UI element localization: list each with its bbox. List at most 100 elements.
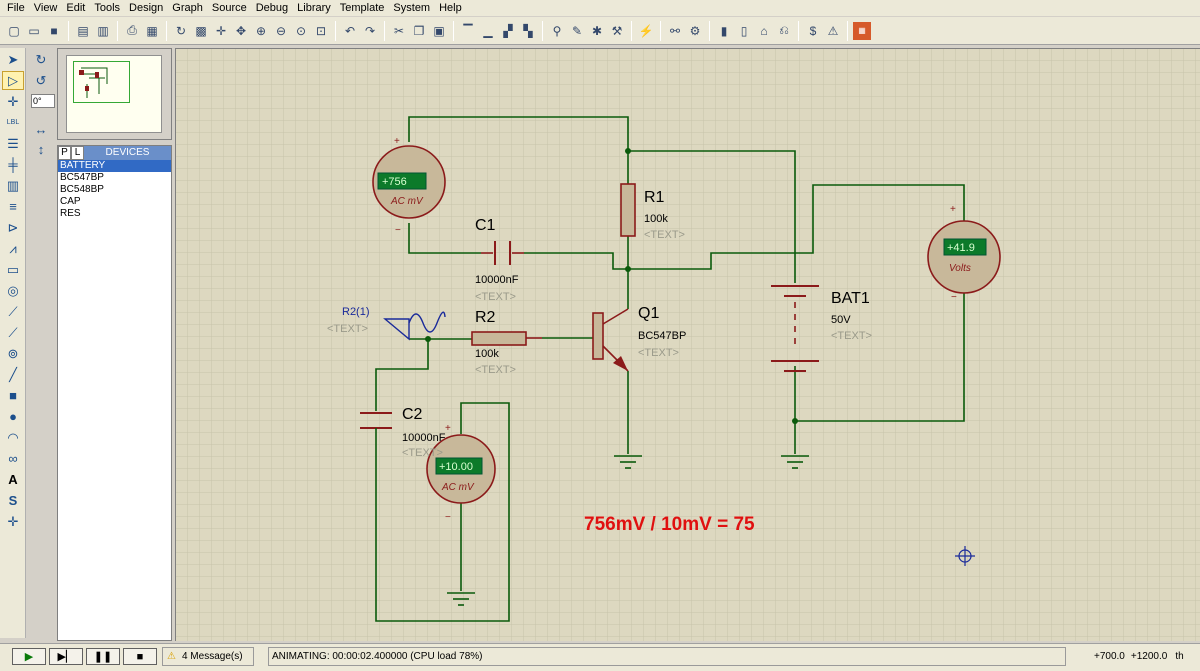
buses-icon[interactable]: ╪ [8, 157, 18, 172]
bill-of-materials-icon[interactable]: $ [809, 23, 817, 38]
generator-icon[interactable]: ◎ [7, 282, 19, 298]
menu-library[interactable]: Library [297, 2, 331, 14]
menu-graph[interactable]: Graph [172, 2, 203, 14]
rotate-anticlockwise-icon[interactable]: ↺ [35, 72, 47, 88]
battery-bat1[interactable]: BAT1 50V <TEXT> [771, 285, 872, 372]
device-item-res[interactable]: RES [60, 208, 81, 219]
block-delete-icon[interactable]: ▚ [523, 23, 533, 38]
menu-tools[interactable]: Tools [94, 2, 121, 14]
meter-bottom[interactable]: +10.00 AC mV + − [426, 423, 496, 523]
electrical-rules-icon[interactable]: ⚠ [827, 23, 839, 38]
graph-mode-icon[interactable]: ⩘ [9, 240, 17, 256]
block-rotate-icon[interactable]: ▞ [503, 23, 513, 38]
redo-icon[interactable]: ↷ [364, 23, 376, 38]
menu-edit[interactable]: Edit [66, 2, 86, 14]
marker-tool-icon[interactable]: ✛ [7, 513, 19, 529]
print-icon[interactable]: ⎙ [127, 23, 137, 37]
menu-template[interactable]: Template [339, 2, 385, 14]
voltage-probe-icon[interactable]: ⟋ [8, 303, 18, 319]
property-assignment-icon[interactable]: ⚙ [689, 23, 701, 38]
terminals-icon[interactable]: ≡ [9, 199, 17, 214]
resistor-r1[interactable]: R1 100k <TEXT> [620, 183, 685, 241]
device-pins-icon[interactable]: ⊳ [7, 219, 19, 235]
grid-icon[interactable]: ▩ [195, 23, 207, 38]
text-tool-icon[interactable]: A [8, 472, 18, 487]
block-move-icon[interactable]: ▁ [483, 23, 493, 38]
zoom-all-icon[interactable]: ⊙ [295, 23, 307, 38]
signal-generator[interactable]: R2(1) <TEXT> [327, 306, 446, 341]
zoom-out-icon[interactable]: ⊖ [275, 23, 287, 38]
capacitor-c1[interactable]: C1 10000nF <TEXT> [475, 217, 524, 303]
save-icon[interactable]: ■ [50, 23, 58, 38]
package-tool-icon[interactable]: ✱ [591, 23, 603, 38]
cut-icon[interactable]: ✂ [393, 23, 405, 38]
device-item-bc548bp[interactable]: BC548BP [60, 184, 104, 195]
pause-button[interactable]: ❚❚ [86, 648, 120, 665]
junction-dot-icon[interactable]: ✛ [7, 93, 19, 109]
schematic-canvas[interactable]: +756 AC mV + − +41.9 Volts + − +10.00 AC… [176, 49, 1200, 641]
menu-source[interactable]: Source [211, 2, 247, 14]
search-tag-icon[interactable]: ⚯ [669, 23, 681, 38]
library-manager-button[interactable]: L [71, 146, 84, 160]
new-sheet-icon[interactable]: ▮ [720, 23, 728, 38]
circle-tool-icon[interactable]: ● [9, 409, 17, 424]
wire-label-icon[interactable]: LBL [6, 119, 20, 126]
schematic-editing-window[interactable]: +756 AC mV + − +41.9 Volts + − +10.00 AC… [175, 48, 1200, 641]
remove-sheet-icon[interactable]: ▯ [740, 23, 748, 38]
menu-debug[interactable]: Debug [255, 2, 289, 14]
netlist-to-ares-icon[interactable]: ▦ [853, 21, 871, 40]
export-icon[interactable]: ▥ [97, 23, 109, 38]
stop-button[interactable]: ■ [123, 648, 157, 665]
import-icon[interactable]: ▤ [77, 23, 89, 38]
copy-icon[interactable]: ❐ [413, 23, 425, 38]
new-file-icon[interactable]: ▢ [8, 23, 20, 38]
meter-top[interactable]: +756 AC mV + − [372, 136, 446, 236]
print-area-icon[interactable]: ▦ [146, 23, 158, 38]
overview-window[interactable] [57, 48, 172, 140]
capacitor-c2[interactable]: C2 10000nF <TEXT> [360, 406, 446, 459]
zoom-area-icon[interactable]: ⊡ [315, 23, 327, 38]
menu-design[interactable]: Design [129, 2, 164, 14]
refresh-icon[interactable]: ↻ [175, 23, 187, 38]
menu-file[interactable]: File [7, 2, 25, 14]
resistor-r2[interactable]: R2 100k <TEXT> [471, 309, 542, 376]
rotate-clockwise-icon[interactable]: ↻ [35, 51, 47, 67]
text-script-icon[interactable]: ☰ [7, 135, 19, 151]
menu-system[interactable]: System [393, 2, 431, 14]
device-item-battery[interactable]: BATTERY [58, 160, 171, 172]
menu-help[interactable]: Help [439, 2, 462, 14]
path-tool-icon[interactable]: ∞ [8, 451, 18, 466]
paste-icon[interactable]: ▣ [433, 23, 445, 38]
current-probe-icon[interactable]: ⟋ [8, 324, 18, 340]
goto-sheet-icon[interactable]: ⌂ [760, 23, 768, 38]
symbol-tool-icon[interactable]: S [8, 493, 18, 508]
play-button[interactable]: ▶ [12, 648, 46, 665]
virtual-instruments-icon[interactable]: ⊚ [7, 345, 19, 361]
transistor-q1[interactable]: Q1 BC547BP <TEXT> [592, 305, 686, 372]
pan-icon[interactable]: ✥ [235, 23, 247, 38]
device-item-cap[interactable]: CAP [60, 196, 81, 207]
component-mode-icon[interactable]: ▷ [2, 71, 24, 90]
line-tool-icon[interactable]: ╱ [9, 366, 17, 382]
pick-device-icon[interactable]: ⚲ [552, 23, 562, 38]
selection-mode-icon[interactable]: ➤ [7, 51, 19, 67]
open-folder-icon[interactable]: ▭ [28, 23, 40, 38]
mirror-vertical-icon[interactable]: ↕ [37, 142, 45, 157]
mirror-horizontal-icon[interactable]: ↔ [34, 122, 48, 137]
exit-parent-icon[interactable]: ⎌ [779, 23, 789, 37]
pick-devices-button[interactable]: P [58, 146, 71, 160]
arc-tool-icon[interactable]: ◠ [7, 429, 19, 445]
make-device-icon[interactable]: ✎ [571, 23, 583, 38]
undo-icon[interactable]: ↶ [344, 23, 356, 38]
wire-autorouter-icon[interactable]: ⚡ [638, 23, 654, 38]
meter-right[interactable]: +41.9 Volts + − [927, 204, 1001, 303]
block-copy-icon[interactable]: ▔ [463, 23, 473, 38]
box-tool-icon[interactable]: ■ [9, 388, 17, 403]
menu-view[interactable]: View [33, 2, 58, 14]
device-item-bc547bp[interactable]: BC547BP [60, 172, 104, 183]
step-button[interactable]: ▶▏ [49, 648, 83, 665]
rotation-angle-field[interactable]: 0° [31, 94, 55, 108]
zoom-in-icon[interactable]: ⊕ [255, 23, 267, 38]
tape-recorder-icon[interactable]: ▭ [6, 261, 20, 277]
messages-panel[interactable]: ⚠ 4 Message(s) [162, 647, 254, 666]
